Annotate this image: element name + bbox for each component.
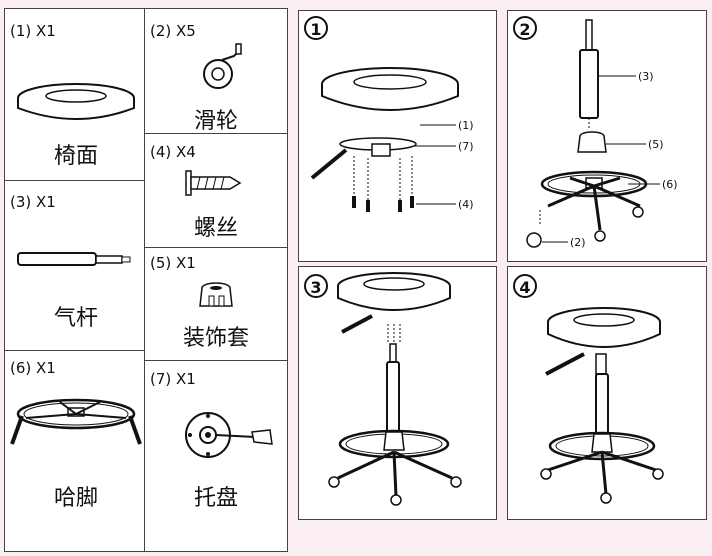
part-qty: (7) X1 [150,370,196,388]
part-qty: (4) X4 [150,143,196,161]
callout-label: (7) [458,140,474,153]
callout-label: (3) [638,70,654,83]
divider [144,360,288,361]
part-qty: (6) X1 [10,359,56,377]
step-number: 2 [513,16,537,40]
part-qty: (3) X1 [10,193,56,211]
part-name: 托盘 [193,486,238,511]
part-name: 气杆 [53,306,98,331]
part-name: 螺丝 [193,216,238,241]
callout-label: (4) [458,198,474,211]
part-qty: (2) X5 [150,22,196,40]
part-qty: (1) X1 [10,22,56,40]
divider [4,350,145,351]
step-1-panel [298,10,497,262]
callout-label: (5) [648,138,664,151]
callout-label: (1) [458,119,474,132]
step-number: 1 [304,16,328,40]
divider [144,8,145,552]
callout-label: (6) [662,178,678,191]
step-number: 4 [513,274,537,298]
divider [144,247,288,248]
step-number: 3 [304,274,328,298]
part-name: 滑轮 [193,109,238,134]
divider [4,180,145,181]
part-name: 装饰套 [182,326,249,351]
part-qty: (5) X1 [150,254,196,272]
callout-label: (2) [570,236,586,249]
divider [144,133,288,134]
part-name: 椅面 [53,144,98,169]
part-name: 哈脚 [53,486,98,511]
